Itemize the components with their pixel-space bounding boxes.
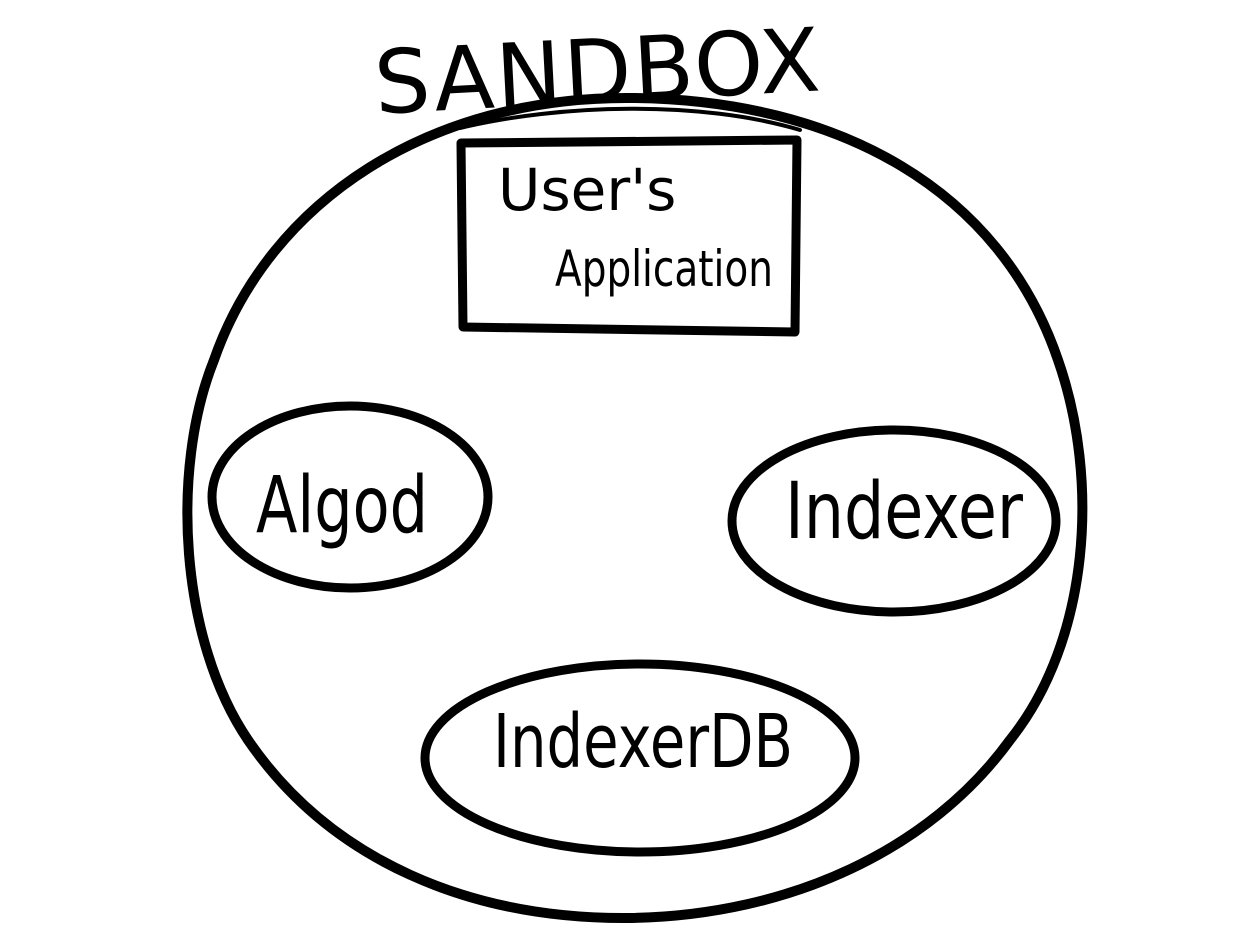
sandbox-title: SANDBOX — [372, 8, 825, 134]
sandbox-boundary — [182, 92, 1088, 924]
indexer-node — [727, 425, 1061, 617]
algod-label: Algod — [256, 461, 428, 551]
app-box-line1: User's — [498, 156, 676, 224]
app-box-line2: Application — [555, 240, 773, 298]
sandbox-boundary-retrace — [458, 106, 802, 132]
app-box — [456, 135, 802, 337]
algod-node — [207, 401, 493, 593]
indexer-db-label: IndexerDB — [493, 699, 793, 785]
indexer-label: Indexer — [785, 467, 1024, 557]
indexer-db-node — [420, 659, 860, 857]
